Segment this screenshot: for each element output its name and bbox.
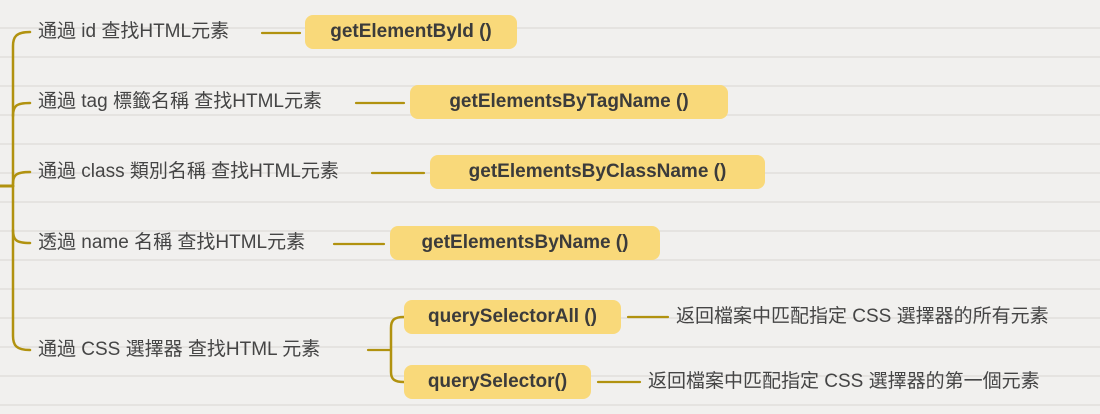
topic-label-find-by-tag[interactable]: 通過 tag 標籤名稱 查找HTML元素 (38, 91, 322, 112)
description-querySelector[interactable]: 返回檔案中匹配指定 CSS 選擇器的第一個元素 (648, 371, 1040, 392)
branch-curve-3 (11, 170, 32, 186)
topic-label-find-by-name[interactable]: 透過 name 名稱 查找HTML元素 (38, 232, 306, 253)
method-node-getElementsByName[interactable]: getElementsByName () (390, 226, 660, 260)
method-node-querySelectorAll[interactable]: querySelectorAll () (404, 300, 621, 334)
method-node-getElementById[interactable]: getElementById () (305, 15, 517, 49)
fork-bracket (389, 315, 406, 384)
branch-curve-4 (11, 228, 32, 245)
method-node-getElementsByTagName[interactable]: getElementsByTagName () (410, 85, 728, 119)
method-node-querySelector[interactable]: querySelector() (404, 365, 591, 399)
method-node-getElementsByClassName[interactable]: getElementsByClassName () (430, 155, 765, 189)
trunk-line (11, 30, 32, 352)
topic-label-find-by-css-selector[interactable]: 通過 CSS 選擇器 查找HTML 元素 (38, 339, 321, 360)
topic-label-find-by-class[interactable]: 通過 class 類別名稱 查找HTML元素 (38, 161, 339, 182)
topic-label-find-by-id[interactable]: 通過 id 查找HTML元素 (38, 21, 230, 42)
description-querySelectorAll[interactable]: 返回檔案中匹配指定 CSS 選擇器的所有元素 (676, 306, 1049, 327)
branch-curve-2 (11, 101, 32, 118)
